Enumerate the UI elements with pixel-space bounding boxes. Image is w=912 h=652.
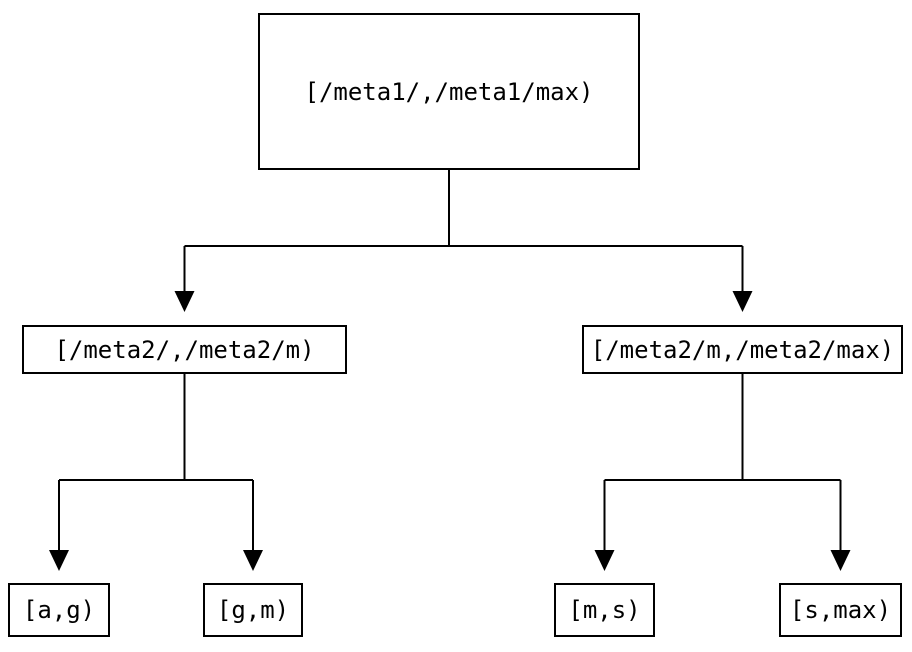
node-leaf-ag: [a,g) bbox=[8, 583, 110, 637]
arrowhead-to-gm bbox=[243, 550, 263, 571]
arrowhead-to-ms bbox=[594, 550, 615, 571]
node-right-range-label: [/meta2/m,/meta2/max) bbox=[590, 335, 895, 364]
node-left-range: [/meta2/,/meta2/m) bbox=[22, 325, 347, 374]
node-leaf-ms: [m,s) bbox=[554, 583, 655, 637]
node-leaf-ms-label: [m,s) bbox=[568, 596, 641, 624]
node-right-range: [/meta2/m,/meta2/max) bbox=[582, 325, 903, 374]
arrowhead-to-ag bbox=[49, 550, 69, 571]
node-leaf-gm-label: [g,m) bbox=[216, 596, 290, 624]
arrowhead-to-left bbox=[174, 291, 195, 312]
node-leaf-ag-label: [a,g) bbox=[22, 596, 96, 624]
arrowhead-to-right bbox=[732, 291, 753, 312]
node-root-label: [/meta1/,/meta1/max) bbox=[304, 77, 594, 106]
node-leaf-smax: [s,max) bbox=[779, 583, 902, 637]
node-leaf-smax-label: [s,max) bbox=[789, 596, 892, 624]
node-left-range-label: [/meta2/,/meta2/m) bbox=[54, 335, 315, 364]
node-root: [/meta1/,/meta1/max) bbox=[258, 13, 640, 170]
arrowhead-to-smax bbox=[830, 550, 851, 571]
node-leaf-gm: [g,m) bbox=[203, 583, 303, 637]
